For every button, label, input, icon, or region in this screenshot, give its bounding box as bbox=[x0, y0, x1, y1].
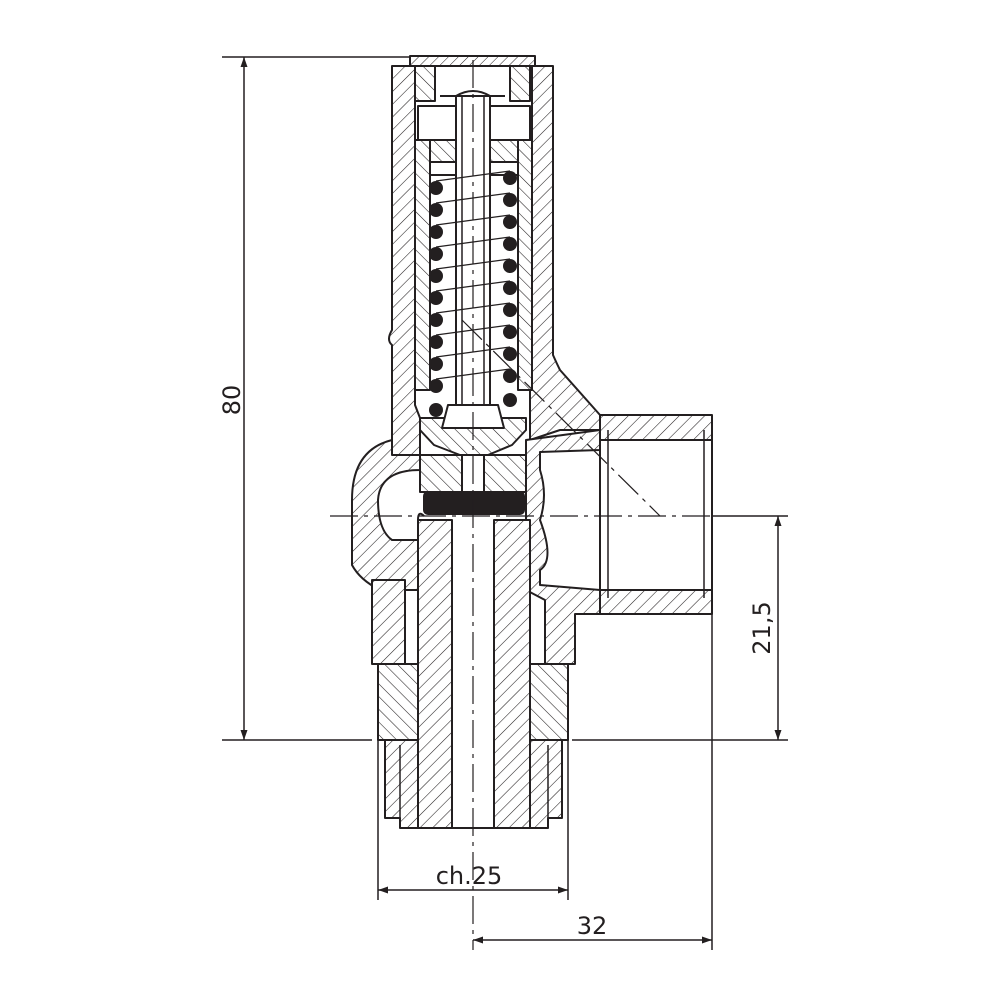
dim-label-outlet: 32 bbox=[577, 912, 608, 940]
dim-label-offset: 21,5 bbox=[748, 601, 776, 654]
inlet-nozzle-right bbox=[493, 519, 531, 829]
thread-right bbox=[529, 739, 563, 829]
outlet-upper-wall bbox=[599, 414, 713, 441]
center-lines bbox=[330, 60, 715, 950]
outlet-lower-wall bbox=[599, 589, 713, 615]
body-left-wall bbox=[388, 65, 421, 456]
stem-head bbox=[455, 90, 491, 97]
inlet-nozzle-left bbox=[417, 519, 453, 829]
dim-label-hex: ch.25 bbox=[436, 862, 503, 890]
body-right-wall bbox=[529, 65, 601, 441]
body-left-lower bbox=[371, 579, 406, 665]
dim-label-height: 80 bbox=[218, 385, 246, 416]
body-left-chamber bbox=[351, 439, 421, 591]
seal-disc bbox=[423, 491, 525, 515]
hex-nut-left bbox=[377, 663, 419, 741]
hex-nut-right bbox=[529, 663, 569, 741]
spring-coils-left bbox=[429, 181, 443, 417]
spring-sleeve-right bbox=[517, 139, 533, 391]
spring-top-plate-left bbox=[429, 139, 459, 163]
thread-left bbox=[384, 739, 419, 829]
spring-top-plate-right bbox=[489, 139, 519, 163]
body-right-chamber bbox=[525, 429, 601, 665]
spring-sleeve-left bbox=[414, 139, 431, 391]
spring-coils-right bbox=[503, 171, 517, 407]
dimension-lines bbox=[222, 56, 788, 950]
